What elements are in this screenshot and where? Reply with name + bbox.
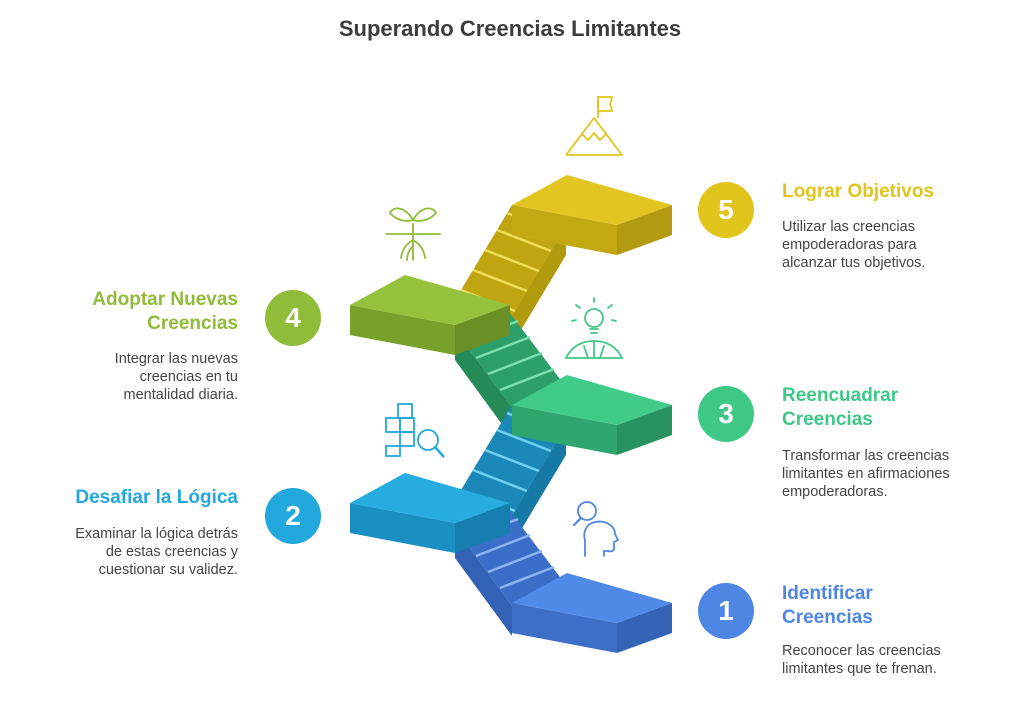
step-5-description: Utilizar las creencias empoderadoras par… bbox=[782, 218, 925, 272]
step-5-desc-line: empoderadoras para bbox=[782, 237, 917, 253]
person-search-icon bbox=[572, 501, 620, 557]
sprout-icon bbox=[385, 207, 441, 261]
step-4-title: Adoptar Nuevas Creencias bbox=[92, 288, 238, 336]
platform-1 bbox=[512, 573, 672, 653]
step-4-desc-line: creencias en tu bbox=[139, 369, 238, 385]
step-4-desc-line: mentalidad diaria. bbox=[123, 387, 238, 403]
step-3-desc-line: limitantes en afirmaciones bbox=[782, 466, 950, 482]
step-2-title: Desafiar la Lógica bbox=[75, 486, 238, 510]
step-2-desc-line: Examinar la lógica detrás bbox=[75, 526, 238, 542]
step-1-desc-line: Reconocer las creencias bbox=[782, 643, 941, 659]
step-3-desc-line: Transformar las creencias bbox=[782, 448, 950, 464]
step-3-title-line2: Creencias bbox=[782, 409, 873, 430]
step-4-title-line2: Creencias bbox=[147, 313, 238, 334]
step-1-title-line1: Identificar bbox=[782, 583, 873, 604]
step-5-desc-line: alcanzar tus objetivos. bbox=[782, 255, 926, 271]
step-3-title: Reencuadrar Creencias bbox=[782, 384, 898, 432]
step-5-title-line1: Lograr Objetivos bbox=[782, 181, 935, 202]
step-3-title-line1: Reencuadrar bbox=[782, 385, 899, 406]
step-1-title-line2: Creencias bbox=[782, 607, 873, 628]
platform-4 bbox=[350, 275, 510, 355]
step-3-number-badge: 3 bbox=[698, 386, 754, 442]
mountain-flag-icon bbox=[565, 96, 623, 156]
platform-2 bbox=[350, 473, 510, 553]
step-1-number-badge: 1 bbox=[698, 583, 754, 639]
step-5-desc-line: Utilizar las creencias bbox=[782, 219, 915, 235]
step-5-title: Lograr Objetivos bbox=[782, 180, 934, 204]
step-4-number-badge: 4 bbox=[265, 290, 321, 346]
step-2-title-line1: Desafiar la Lógica bbox=[75, 487, 238, 508]
step-4-desc-line: Integrar las nuevas bbox=[114, 351, 238, 367]
platform-5 bbox=[512, 175, 672, 255]
step-4-description: Integrar las nuevas creencias en tu ment… bbox=[115, 350, 238, 404]
puzzle-search-icon bbox=[385, 403, 445, 458]
step-5-number-badge: 5 bbox=[698, 182, 754, 238]
lightbulb-hands-icon bbox=[564, 297, 624, 359]
step-4-title-line1: Adoptar Nuevas bbox=[92, 289, 238, 310]
diagram-title: Superando Creencias Limitantes bbox=[338, 16, 682, 41]
step-3-desc-line: empoderadoras. bbox=[782, 484, 888, 500]
step-1-desc-line: limitantes que te frenan. bbox=[782, 661, 937, 677]
platform-3 bbox=[512, 375, 672, 455]
step-2-desc-line: de estas creencias y bbox=[105, 544, 238, 560]
step-2-description: Examinar la lógica detrás de estas creen… bbox=[75, 525, 238, 579]
step-3-description: Transformar las creencias limitantes en … bbox=[782, 447, 950, 501]
step-1-description: Reconocer las creencias limitantes que t… bbox=[782, 642, 941, 678]
step-2-number-badge: 2 bbox=[265, 488, 321, 544]
step-2-desc-line: cuestionar su validez. bbox=[98, 562, 238, 578]
step-1-title: Identificar Creencias bbox=[782, 582, 873, 630]
